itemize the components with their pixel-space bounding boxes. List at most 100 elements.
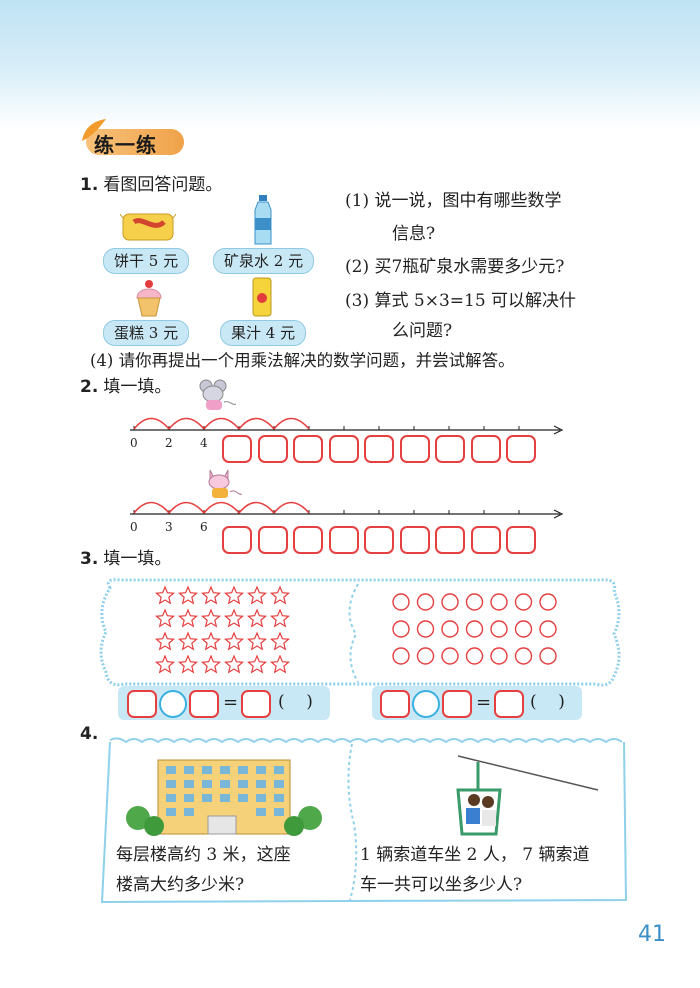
answer-box[interactable] bbox=[442, 690, 472, 718]
answer-box[interactable] bbox=[293, 526, 323, 554]
q3-prompt: 填一填。 bbox=[103, 549, 172, 569]
star-icon bbox=[269, 608, 291, 628]
circle-icon bbox=[392, 620, 410, 638]
circle-icon bbox=[465, 647, 484, 665]
star-icon bbox=[246, 608, 268, 628]
cable-car-icon bbox=[456, 755, 599, 836]
answer-box[interactable] bbox=[189, 690, 219, 718]
answer-box[interactable] bbox=[364, 526, 394, 554]
number-line-1: 0 2 4 bbox=[130, 417, 564, 450]
star-icon bbox=[223, 585, 245, 605]
q3-header: 3. 填一填。 bbox=[80, 548, 171, 570]
q3-cloud-frame bbox=[99, 578, 621, 687]
answer-box[interactable] bbox=[222, 526, 252, 554]
circle-icon bbox=[441, 620, 459, 638]
ticks-1 bbox=[133, 426, 520, 430]
circle-icon bbox=[392, 647, 410, 665]
tick-label: 2 bbox=[165, 436, 173, 450]
star-icon bbox=[200, 631, 222, 651]
jump-arcs-2 bbox=[133, 501, 310, 514]
answer-box[interactable] bbox=[470, 526, 501, 554]
answer-box[interactable] bbox=[494, 690, 524, 718]
q1-sub1-line2: 信息? bbox=[392, 224, 436, 244]
building-icon bbox=[126, 759, 322, 836]
price-tag-cake: 蛋糕 3 元 bbox=[103, 320, 190, 346]
star-icon bbox=[200, 585, 222, 605]
answer-box[interactable] bbox=[127, 690, 157, 718]
star-icon bbox=[223, 654, 245, 674]
q3-number: 3. bbox=[80, 549, 99, 569]
circle-icon bbox=[514, 593, 533, 611]
answer-box[interactable] bbox=[328, 526, 359, 554]
unit-parens: ( ) bbox=[530, 692, 565, 712]
tick-label: 0 bbox=[130, 520, 138, 534]
circle-icon bbox=[416, 593, 435, 611]
circle-icon bbox=[490, 647, 508, 665]
circle-icon bbox=[539, 620, 557, 638]
circle-icon bbox=[490, 620, 508, 638]
equals-sign: = bbox=[476, 692, 492, 713]
circles-grid bbox=[392, 593, 557, 665]
q2-number: 2. bbox=[80, 377, 99, 397]
mouse-icon bbox=[199, 379, 236, 410]
q1-sub3-line2: 么问题? bbox=[392, 321, 453, 341]
answer-box[interactable] bbox=[435, 435, 465, 463]
tick-label: 4 bbox=[200, 436, 208, 450]
q1-sub4: (4) 请你再提出一个用乘法解决的数学问题，并尝试解答。 bbox=[90, 351, 515, 370]
star-icon bbox=[246, 631, 268, 651]
answer-box[interactable] bbox=[257, 526, 288, 554]
answer-box[interactable] bbox=[399, 435, 430, 463]
leaf-icon bbox=[82, 119, 106, 141]
tick-label: 3 bbox=[165, 520, 173, 534]
answer-box[interactable] bbox=[328, 435, 359, 463]
q4-frame bbox=[100, 737, 628, 904]
circle-icon bbox=[539, 647, 557, 665]
answer-box[interactable] bbox=[293, 435, 323, 463]
star-icon bbox=[269, 654, 291, 674]
page-number: 41 bbox=[638, 922, 666, 947]
q4-left-line1: 每层楼高约 3 米，这座 bbox=[116, 845, 291, 865]
answer-box[interactable] bbox=[470, 435, 501, 463]
jump-arcs-1 bbox=[133, 417, 310, 430]
star-icon bbox=[154, 654, 176, 674]
section-title: 练一练 bbox=[80, 119, 190, 157]
answer-box[interactable] bbox=[222, 435, 252, 463]
price-tag-juice: 果汁 4 元 bbox=[220, 320, 307, 346]
answer-box[interactable] bbox=[364, 435, 394, 463]
water-bottle-icon bbox=[254, 195, 272, 245]
star-icon bbox=[223, 608, 245, 628]
circle-icon bbox=[465, 620, 484, 638]
star-icon bbox=[246, 654, 268, 674]
circle-icon bbox=[514, 620, 533, 638]
price-tag-biscuit: 饼干 5 元 bbox=[103, 248, 190, 274]
biscuit-icon bbox=[120, 213, 176, 241]
answer-box[interactable] bbox=[399, 526, 430, 554]
star-icon bbox=[200, 654, 222, 674]
cupcake-icon bbox=[136, 280, 162, 317]
answer-box[interactable] bbox=[506, 526, 536, 554]
operator-circle[interactable] bbox=[412, 690, 440, 718]
title-pill bbox=[86, 129, 184, 155]
q4-right-line1: 1 辆索道车坐 2 人， 7 辆索道 bbox=[360, 845, 590, 865]
star-icon bbox=[154, 631, 176, 651]
q1-sub2: (2) 买7瓶矿泉水需要多少元? bbox=[345, 257, 565, 277]
answer-box[interactable] bbox=[380, 690, 410, 718]
number-line-2: 0 3 6 bbox=[130, 501, 564, 534]
q1-number: 1. bbox=[80, 175, 99, 195]
q2-prompt: 填一填。 bbox=[103, 377, 172, 397]
star-icon bbox=[154, 585, 176, 605]
tick-label: 6 bbox=[200, 520, 208, 534]
answer-box[interactable] bbox=[241, 690, 271, 718]
q1-header: 1. 看图回答问题。 bbox=[80, 174, 222, 196]
answer-box[interactable] bbox=[435, 526, 465, 554]
answer-box[interactable] bbox=[506, 435, 536, 463]
operator-circle[interactable] bbox=[159, 690, 187, 718]
circle-icon bbox=[416, 620, 435, 638]
price-tag-water: 矿泉水 2 元 bbox=[213, 248, 315, 274]
answer-box[interactable] bbox=[257, 435, 288, 463]
star-icon bbox=[154, 608, 176, 628]
unit-parens: ( ) bbox=[278, 692, 313, 712]
equals-sign: = bbox=[223, 692, 239, 713]
star-icon bbox=[177, 585, 199, 605]
circle-icon bbox=[441, 647, 459, 665]
